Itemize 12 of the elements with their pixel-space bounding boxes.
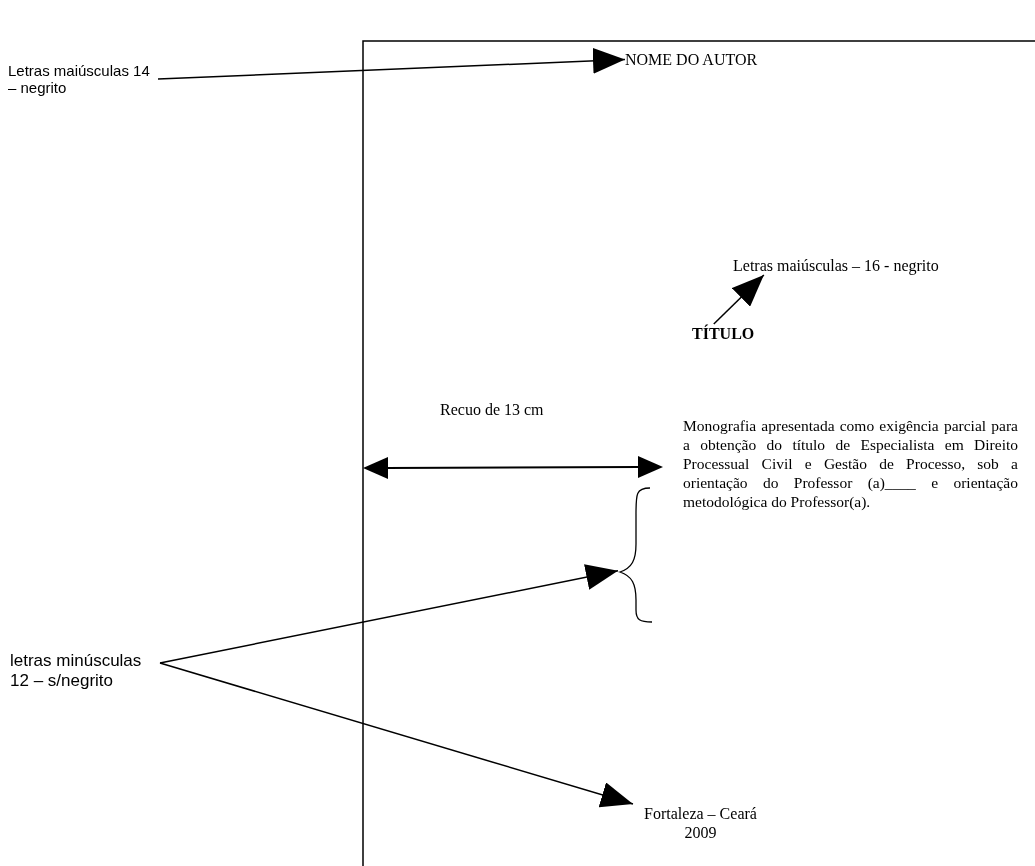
arrow [157, 47, 626, 80]
arrow [713, 274, 765, 325]
author-name: NOME DO AUTOR [625, 50, 758, 69]
annotation-text: Letras maiúsculas 14 – negrito [8, 62, 158, 96]
dimension-label: Recuo de 13 cm [440, 400, 544, 419]
annotation-text: letras minúsculas 12 – s/negrito [10, 651, 160, 691]
title-text: TÍTULO [692, 324, 755, 343]
abstract-paragraph: Monografia apresentada como exigência parcial para a obtenção do título de Especialista em Direito Processual Civil e Gestão de Processo, sob a orientação do Professor (a)____ e orientação metodológica do Professor(a). [683, 416, 1018, 511]
arrow [159, 564, 619, 664]
location-year: Fortaleza – Ceará 2009 [633, 804, 768, 842]
arrow [159, 662, 634, 808]
annotation-text: Letras maiúsculas – 16 - negrito [733, 256, 939, 275]
